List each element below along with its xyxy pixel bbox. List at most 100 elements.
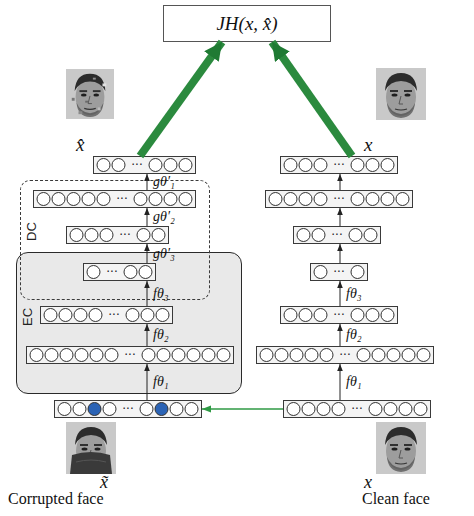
neuron-layer: ···: [93, 156, 196, 174]
mapping-label: fθ₁: [346, 374, 362, 390]
mapping-arrow: [340, 208, 341, 226]
input-symbol: x̃: [100, 472, 108, 493]
neuron: [299, 159, 312, 172]
face-image: [66, 69, 114, 119]
neuron: [302, 403, 315, 416]
neuron: [369, 403, 382, 416]
mapping-label: fθ₂: [153, 327, 169, 343]
neuron: [157, 349, 170, 362]
neuron: [97, 159, 110, 172]
neuron: [269, 193, 282, 206]
neuron: [37, 193, 50, 206]
neuron: [88, 403, 101, 416]
neuron: [60, 349, 73, 362]
neuron: [351, 309, 364, 322]
neuron: [314, 193, 327, 206]
layer-ellipsis: ···: [111, 191, 133, 207]
group-label: DC: [24, 222, 40, 241]
mapping-arrow: [147, 208, 148, 226]
neuron: [351, 193, 364, 206]
neuron: [70, 229, 83, 242]
neuron-layer: ···: [26, 346, 234, 364]
neuron: [85, 229, 98, 242]
neuron-layer: ···: [283, 400, 431, 418]
neuron: [185, 403, 198, 416]
neuron: [179, 193, 192, 206]
neuron: [402, 349, 415, 362]
neuron: [187, 349, 200, 362]
mapping-label: gθ′₁: [153, 174, 175, 190]
neuron: [381, 193, 394, 206]
layer-ellipsis: ···: [101, 264, 123, 280]
layer-ellipsis: ···: [328, 307, 350, 323]
neuron: [387, 349, 400, 362]
neuron: [320, 349, 333, 362]
neuron: [149, 159, 162, 172]
neuron: [58, 403, 71, 416]
neuron: [164, 159, 177, 172]
neuron: [217, 349, 230, 362]
neuron: [314, 309, 327, 322]
neuron: [105, 349, 118, 362]
neuron: [89, 309, 102, 322]
neuron: [284, 193, 297, 206]
neuron: [170, 403, 183, 416]
neuron-row: [84, 264, 155, 280]
mapping-label: fθ₁: [153, 374, 169, 390]
loss-box: JH(x, x̂): [163, 5, 331, 42]
neuron: [364, 229, 377, 242]
neuron: [417, 349, 430, 362]
neuron: [140, 403, 153, 416]
neuron: [299, 309, 312, 322]
neuron: [179, 159, 192, 172]
layer-ellipsis: ···: [126, 157, 148, 173]
neuron: [284, 159, 297, 172]
neuron: [124, 266, 137, 279]
neuron: [73, 403, 86, 416]
mapping-arrow: [340, 324, 341, 346]
neuron: [97, 193, 110, 206]
neuron: [381, 159, 394, 172]
neuron: [305, 349, 318, 362]
neuron-layer: ···: [66, 226, 169, 244]
layer-ellipsis: ···: [328, 191, 350, 207]
neuron: [366, 309, 379, 322]
neuron: [100, 229, 113, 242]
neuron-row: [94, 157, 195, 173]
neuron: [172, 349, 185, 362]
neuron-layer: ···: [310, 263, 368, 281]
neuron: [82, 193, 95, 206]
neuron: [366, 159, 379, 172]
neuron: [67, 193, 80, 206]
neuron: [75, 349, 88, 362]
layer-ellipsis: ···: [334, 347, 356, 363]
neuron-layer: ···: [40, 306, 173, 324]
neuron: [134, 193, 147, 206]
mapping-label: gθ′₂: [153, 209, 175, 225]
neuron-layer: ···: [83, 263, 156, 281]
neuron: [349, 229, 362, 242]
neuron: [156, 309, 169, 322]
neuron-layer: ···: [280, 156, 398, 174]
layer-ellipsis: ···: [103, 307, 125, 323]
group-label: EC: [20, 308, 36, 326]
image-caption: Corrupted face: [8, 490, 104, 508]
neuron: [202, 349, 215, 362]
neuron: [396, 193, 409, 206]
neuron: [142, 349, 155, 362]
mapping-label: gθ′₃: [153, 246, 175, 262]
mapping-arrow: [340, 244, 341, 263]
neuron: [297, 229, 310, 242]
neuron: [164, 193, 177, 206]
mapping-arrow: [340, 281, 341, 306]
layer-ellipsis: ···: [119, 347, 141, 363]
layer-ellipsis: ···: [346, 401, 368, 417]
neuron: [399, 403, 412, 416]
image-caption: Clean face: [362, 490, 430, 508]
face-image: [66, 422, 116, 474]
target-symbol: x: [364, 134, 372, 156]
loss-function: JH(x, x̂): [216, 13, 277, 35]
layer-ellipsis: ···: [328, 264, 350, 280]
neuron: [141, 309, 154, 322]
